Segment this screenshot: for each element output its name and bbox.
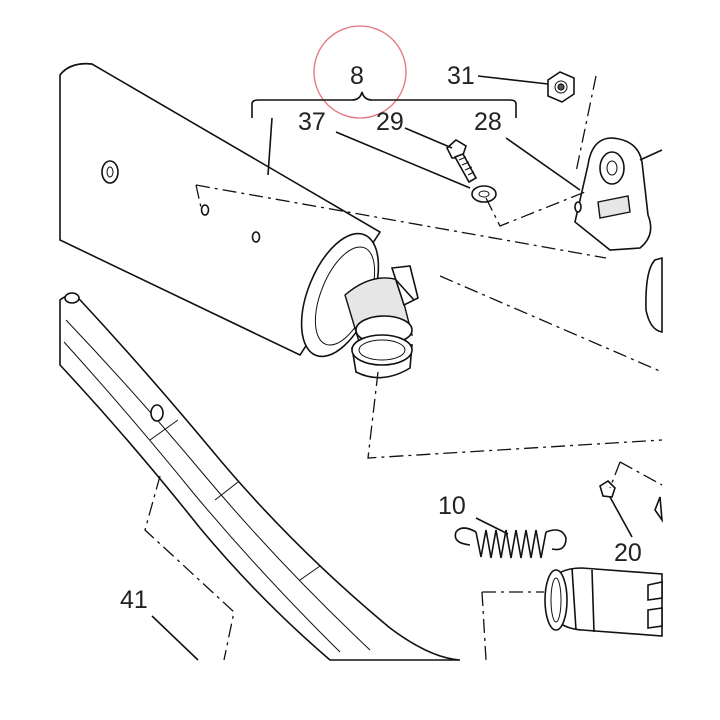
bolt: [446, 139, 478, 184]
washer: [471, 185, 497, 203]
muffler: [59, 62, 382, 358]
callout-28: 28: [474, 108, 502, 136]
callout-41: 41: [120, 586, 148, 614]
callout-10: 10: [438, 492, 466, 520]
callout-8: 8: [350, 62, 364, 90]
spring: [454, 527, 567, 559]
header-pipe: [544, 567, 663, 637]
clip: [599, 479, 664, 523]
leader-lines: [151, 75, 633, 661]
callout-20: 20: [614, 539, 642, 567]
flange-nut: [547, 71, 575, 103]
callout-bracket: [251, 91, 517, 118]
highlight-circle: [313, 25, 407, 119]
mount-bracket: [574, 137, 663, 333]
callout-31: 31: [447, 62, 475, 90]
outlet-pipe: [344, 265, 419, 379]
heat-shield: [59, 292, 461, 661]
callout-29: 29: [376, 108, 404, 136]
centerlines: [144, 75, 663, 661]
callout-labels: 8 31 37 29 28 10 20 41: [120, 62, 642, 614]
callout-37: 37: [298, 108, 326, 136]
